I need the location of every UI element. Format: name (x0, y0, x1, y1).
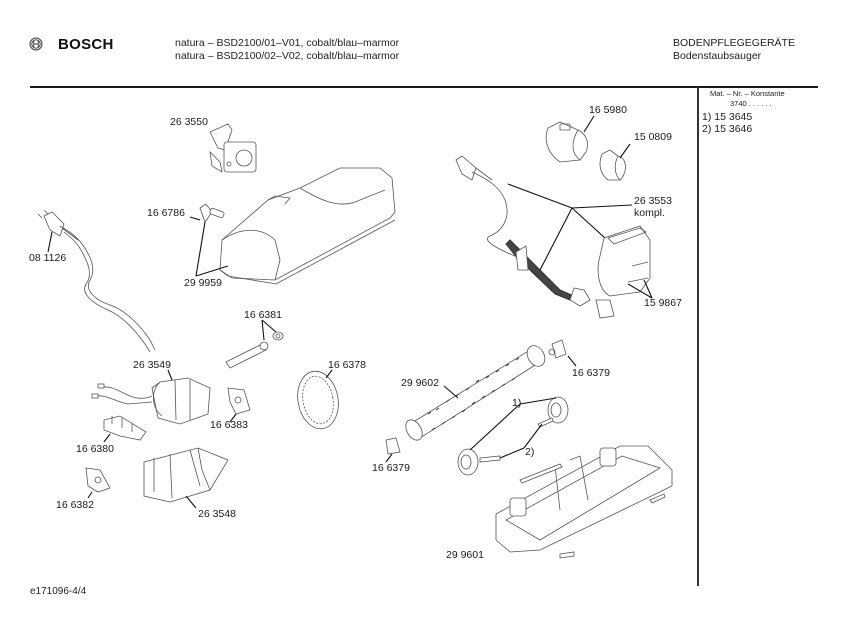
part-label: 26 3549 (133, 359, 171, 371)
mounting-plate-part (227, 387, 251, 415)
switch-board-part (103, 415, 147, 441)
tube-connector-part (597, 225, 651, 297)
motor-part (91, 377, 211, 425)
part-label: 16 6381 (244, 309, 282, 321)
part-label: 16 6786 (147, 207, 185, 219)
document-id: e171096-4/4 (30, 586, 87, 597)
motor-housing-part (143, 447, 229, 503)
handle-joint-part (209, 123, 257, 173)
variant-marker-2: 2) (525, 446, 535, 458)
variant-number: 15 3646 (714, 123, 753, 135)
part-label: 16 6379 (572, 367, 610, 379)
end-cap-right-part (548, 339, 567, 359)
part-label: 16 6379 (372, 462, 410, 474)
part-label: 08 1126 (29, 252, 67, 264)
material-number-heading: Mat. – Nr. – Konstante (710, 89, 785, 98)
end-cap-left-part (385, 437, 401, 455)
part-label: 26 3553 (634, 195, 672, 207)
part-label: 16 6378 (328, 359, 366, 371)
variant-marker: 2) (702, 123, 712, 135)
variant-marker: 1) (702, 111, 712, 123)
part-label: 15 0809 (634, 131, 672, 143)
clip-part (599, 149, 626, 181)
model-line-2: natura – BSD2100/02–V02, cobalt/blau–mar… (175, 50, 400, 62)
part-label: 29 9602 (401, 377, 439, 389)
part-label: 16 6383 (210, 419, 248, 431)
part-note: kompl. (634, 207, 665, 219)
wheel-part (457, 396, 569, 476)
part-label: 29 9601 (446, 549, 484, 561)
category-title: BODENPFLEGEGERÄTE (673, 37, 795, 49)
drive-belt-part (297, 370, 339, 430)
brand-name: BOSCH (58, 36, 114, 53)
cover-sleeve-part (545, 121, 588, 163)
brush-roller-part (405, 345, 546, 441)
subcategory-title: Bodenstaubsauger (673, 50, 762, 62)
header-divider (30, 86, 818, 88)
variant-row: 2) 15 3646 (702, 123, 752, 135)
base-plate-part (495, 445, 673, 559)
part-label: 16 5980 (589, 104, 627, 116)
top-cover-part (219, 167, 396, 285)
part-label: 16 6380 (76, 443, 114, 455)
power-cord-part (37, 209, 156, 353)
part-label: 26 3548 (198, 508, 236, 520)
cable-assembly-part (455, 155, 615, 319)
latch-button-part (199, 203, 225, 223)
bracket-part (85, 467, 111, 493)
axle-shaft-part (225, 331, 284, 369)
bosch-logo-icon (29, 37, 43, 51)
variant-number: 15 3645 (714, 111, 753, 123)
material-constant: 3740 . . . . . . (730, 99, 772, 108)
part-label: 26 3550 (170, 116, 208, 128)
side-panel-divider (697, 87, 699, 586)
variant-marker-1: 1) (512, 397, 522, 409)
part-label: 29 9959 (184, 277, 222, 289)
variant-row: 1) 15 3645 (702, 111, 752, 123)
part-label: 15 9867 (644, 297, 682, 309)
part-label: 16 6382 (56, 499, 94, 511)
model-line-1: natura – BSD2100/01–V01, cobalt/blau–mar… (175, 37, 400, 49)
